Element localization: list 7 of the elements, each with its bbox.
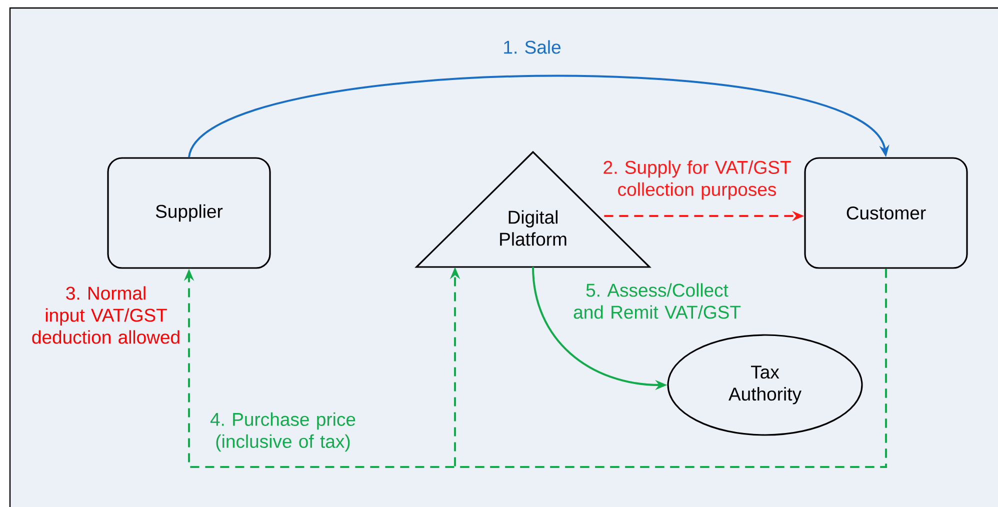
rounded-box: Supplier [107,157,271,269]
edge-label: 5. Assess/Collect and Remit VAT/GST [574,283,741,319]
edge-label: 2. Supply for VAT/GST collection purposes [604,160,791,200]
edge-label: 1. Sale [504,40,560,54]
rounded-box: Customer [804,157,968,269]
note-label: 3. Normal input VAT/GST deduction allowed [32,286,180,344]
edge-label: 4. Purchase price (inclusive of tax) [210,412,356,452]
